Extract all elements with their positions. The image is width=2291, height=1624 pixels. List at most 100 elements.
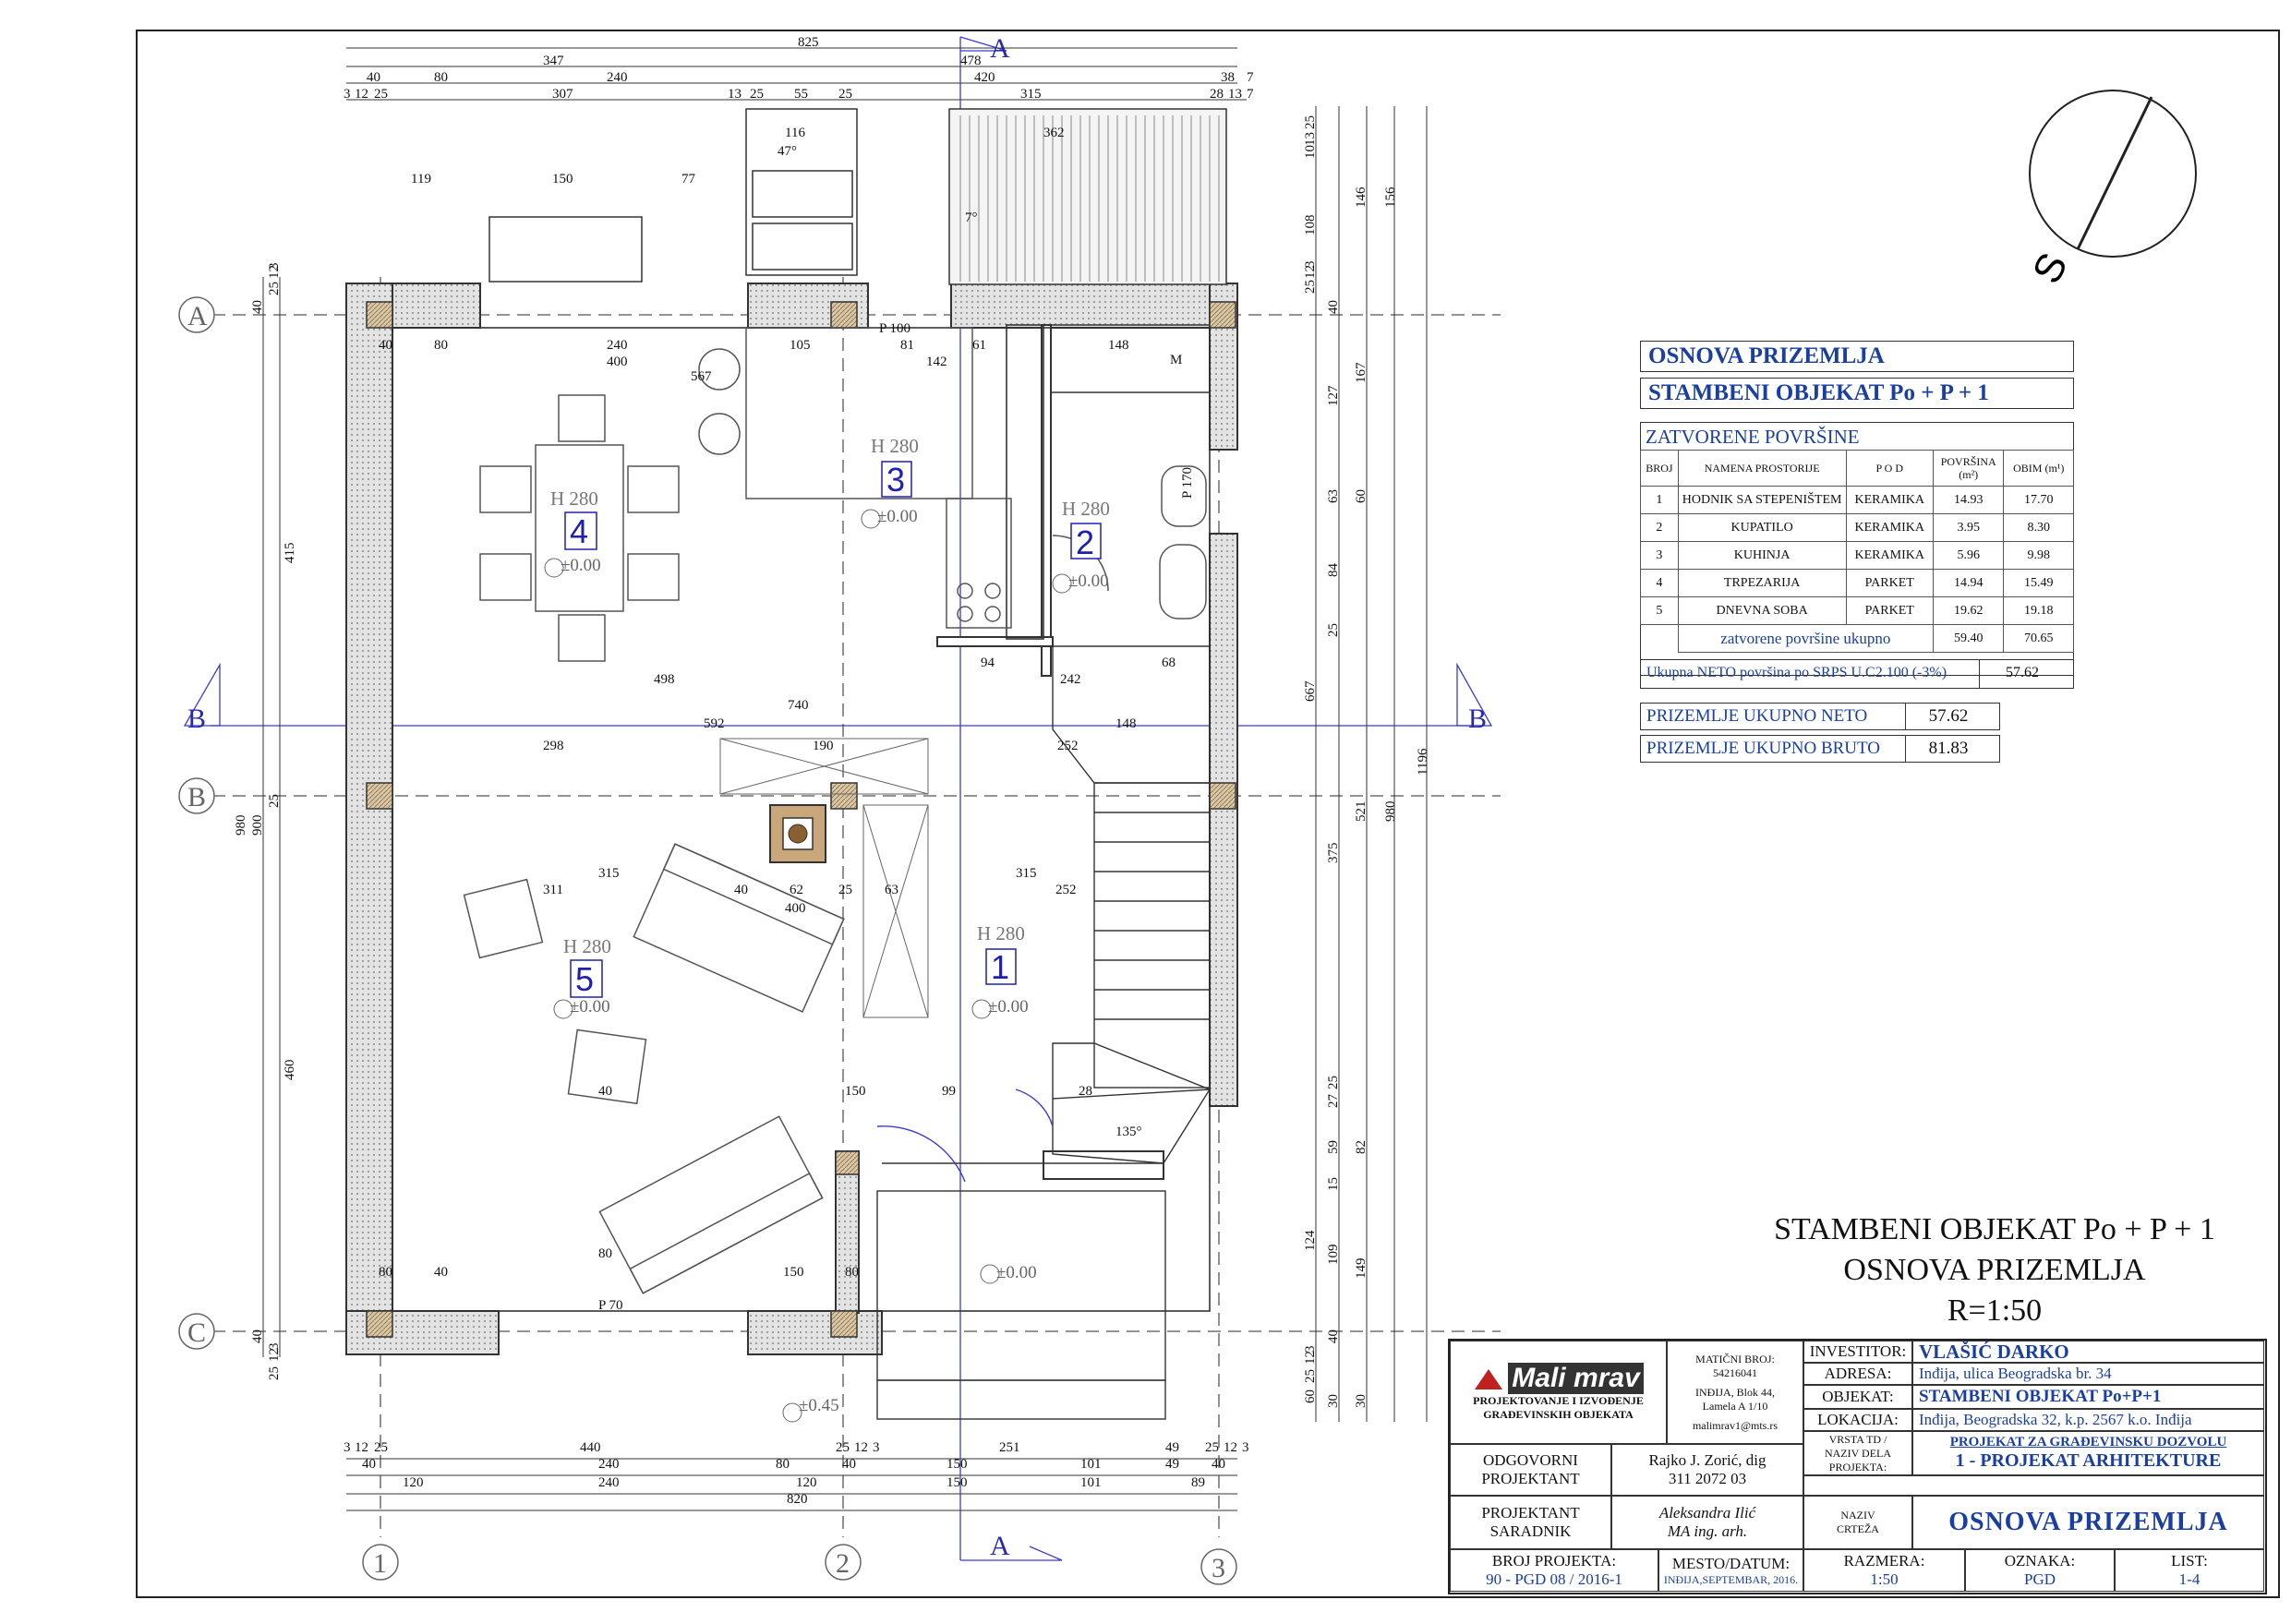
dim-in-150: 150: [552, 172, 573, 186]
oznaka-value: PGD: [2023, 1570, 2056, 1588]
dim-in-80: 80: [434, 338, 448, 353]
dim-in-40: 40: [379, 338, 392, 353]
room-2-number: 2: [1076, 523, 1094, 561]
dim-top-28: 28: [1210, 87, 1224, 102]
dim-top-307: 307: [552, 87, 573, 102]
canopy: [488, 108, 1227, 285]
blank-row: [1803, 1475, 2264, 1496]
dim-right-13: 13: [1303, 132, 1318, 146]
table-cell: HODNIK SA STEPENIŠTEM: [1677, 486, 1847, 514]
dim-in-68: 68: [1162, 656, 1176, 670]
neto-label: PRIZEMLJE UKUPNO NETO: [1641, 704, 1906, 729]
dim-left-3b: 3: [267, 1343, 282, 1351]
vrsta-value-1: PROJEKAT ZA GRAĐEVINSKU DOZVOLU: [1949, 1435, 2227, 1450]
dim-right-12b: 12: [1303, 1351, 1318, 1365]
dim-left-415: 415: [283, 543, 297, 564]
room-4-level: ±0.00: [561, 556, 601, 575]
sheet-title-line1: STAMBENI OBJEKAT Po + P + 1: [1774, 1212, 2215, 1246]
dim-right-146: 146: [1354, 186, 1369, 208]
bottom-dimensions: 3 12 25 440 25 12 3 251 49 25 12 3 40 24…: [344, 1440, 1249, 1507]
dim-left-25c: 25: [267, 1366, 282, 1380]
table-cell: 1: [1640, 486, 1679, 514]
dim-right-124: 124: [1303, 1230, 1318, 1251]
dim-right-108: 108: [1303, 215, 1318, 236]
axis-bubble-2: [825, 1544, 862, 1581]
oznaka-cell: OZNAKA: PGD: [1965, 1549, 2115, 1592]
dim-top-315: 315: [1020, 87, 1042, 102]
dim-bot-3: 3: [344, 1440, 351, 1455]
dim-top-80: 80: [434, 70, 448, 85]
columns: [366, 301, 1236, 1338]
dim-right-30: 30: [1326, 1394, 1341, 1408]
naziv-label-2: CRTEŽA: [1837, 1522, 1879, 1535]
table-cell: KERAMIKA: [1845, 513, 1934, 542]
odgovorni-name: Rajko J. Zorić, dig: [1648, 1451, 1766, 1469]
note-m: M: [1170, 353, 1182, 367]
company-email: malimrav1@mts.rs: [1692, 1418, 1779, 1432]
axis-bubble-3: [1200, 1548, 1237, 1585]
dim-right-25d: 25: [1326, 1076, 1341, 1089]
section-label-b-left: B: [187, 704, 206, 734]
dim-bot-25: 25: [374, 1440, 388, 1455]
dim-top-25: 25: [374, 87, 388, 102]
list-label: LIST:: [2171, 1552, 2208, 1570]
dim-top-347: 347: [543, 54, 564, 68]
table-cell: 19.18: [2003, 596, 2074, 625]
dim-right-149: 149: [1354, 1258, 1369, 1280]
vrsta-value-2: 1 - PROJEKAT ARHITEKTURE: [1955, 1450, 2222, 1471]
mesto-label: MESTO/DATUM:: [1671, 1554, 1791, 1572]
mb-label: MATIČNI BROJ:: [1695, 1352, 1775, 1365]
dim-right-25: 25: [1303, 115, 1318, 129]
dim-in-40e: 80: [845, 1265, 859, 1280]
razmera-value: 1:50: [1870, 1570, 1899, 1588]
dim-bot-440: 440: [580, 1440, 601, 1455]
dim-top-25b: 25: [750, 87, 764, 102]
vrsta-label-cell: VRSTA TD / NAZIV DELA PROJEKTA:: [1803, 1431, 1912, 1475]
canopy-ribs: [959, 115, 1220, 282]
dimension-lines: [262, 47, 1428, 1511]
vrsta-label-2: NAZIV DELA: [1824, 1446, 1892, 1460]
dim-bot-25b: 25: [836, 1440, 850, 1455]
dim-right-25e: 25: [1303, 1369, 1318, 1383]
dim-left-980: 980: [234, 815, 248, 836]
axis-bubble-c: [178, 1313, 215, 1350]
dim-in-91: 28: [1079, 1084, 1092, 1099]
dim-left-40: 40: [250, 300, 265, 314]
saradnik-name: Aleksandra Ilić: [1658, 1504, 1756, 1522]
table-cell: 8.30: [2003, 513, 2074, 542]
table-cell: 17.70: [2003, 486, 2074, 514]
section-label-b-right: B: [1468, 704, 1487, 734]
dim-in-400: 400: [607, 355, 628, 369]
dim-right-667: 667: [1303, 680, 1318, 702]
walls: [345, 283, 1238, 1355]
dim-bot-49b: 49: [1165, 1457, 1179, 1472]
axis-label-a: A: [187, 301, 208, 331]
broj-value: 90 - PGD 08 / 2016-1: [1486, 1570, 1622, 1588]
dim-right-127: 127: [1326, 385, 1341, 406]
axis-label-b: B: [187, 782, 206, 812]
odgovorni-cell: ODGOVORNI PROJEKTANT: [1450, 1444, 1611, 1496]
table-cell: 4: [1640, 569, 1679, 597]
saradnik-label-2: SARADNIK: [1489, 1522, 1572, 1540]
right-dimensions: 25 13 10 108 146 156 25 12 3 40 127 167 …: [1303, 115, 1430, 1408]
dim-in-119: 119: [411, 172, 431, 186]
room-2-height: H 280: [1062, 498, 1110, 520]
dim-in-740b: 400: [785, 901, 806, 916]
dim-in-740: 740: [788, 698, 809, 713]
table-subtitle: STAMBENI OBJEKAT Po + P + 1: [1640, 378, 2074, 409]
header-perimeter: OBIM (m¹): [2003, 450, 2074, 487]
company-address1: INĐIJA, Blok 44,: [1695, 1385, 1775, 1399]
room-labels: H 280 4 ±0.00 H 280 3 ±0.00 H 280 2 ±0.0…: [544, 435, 1110, 1423]
dim-in-298b: 311: [543, 883, 563, 897]
dim-in-61: 61: [972, 338, 986, 353]
dim-right-15: 15: [1326, 1177, 1341, 1191]
odgovorni-label-2: PROJEKTANT: [1481, 1470, 1580, 1487]
dim-in-567: 567: [691, 369, 712, 384]
dim-in-80c: 150: [783, 1265, 804, 1280]
dim-bot-150b: 150: [947, 1475, 968, 1490]
section-label-a-bottom: A: [990, 1531, 1010, 1561]
dim-right-3: 3: [1303, 261, 1318, 269]
dim-in-315: 315: [1016, 866, 1037, 881]
dim-in-116: 116: [785, 126, 805, 140]
